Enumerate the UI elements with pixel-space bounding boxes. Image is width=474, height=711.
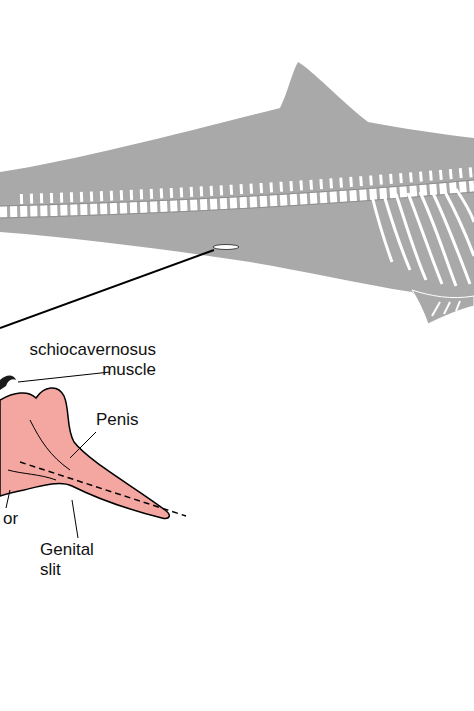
leader-line: [6, 490, 10, 508]
part-label: or: [3, 509, 27, 529]
ribs: [372, 189, 474, 286]
genital-slit-dashed: [20, 462, 186, 516]
dolphin-body: [0, 62, 474, 322]
part-label: Penis: [96, 410, 156, 430]
penis-shape: [0, 388, 169, 519]
penis-detail: [8, 420, 70, 480]
ischiocavernosus-muscle: [0, 376, 16, 391]
leader-line: [18, 372, 110, 382]
pectoral-flipper: [412, 290, 474, 324]
flipper-bones: [432, 301, 460, 316]
leader-line: [72, 500, 78, 538]
leader-line: [70, 432, 96, 458]
part-label: Genital slit: [40, 540, 104, 581]
pointer-line: [0, 250, 214, 328]
genital-slit-mark: [213, 245, 239, 250]
spinous-processes: [20, 172, 474, 199]
part-label: schiocavernosus muscle: [4, 340, 156, 381]
